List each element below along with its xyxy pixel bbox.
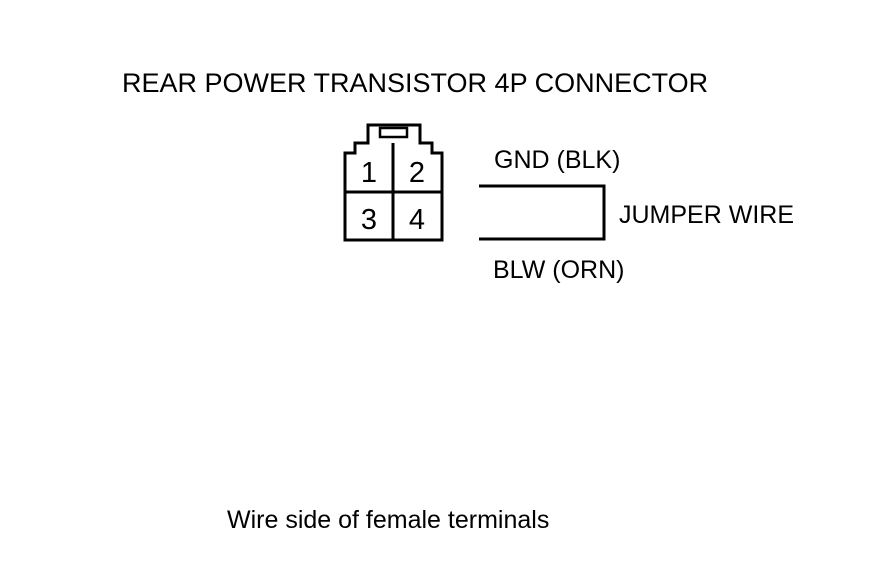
jumper-wire	[479, 184, 606, 241]
connector-lock-tab	[378, 126, 409, 139]
blw-wire-label: BLW (ORN)	[493, 256, 624, 284]
connector-4p	[343, 123, 444, 242]
connector-housing	[343, 123, 444, 242]
jumper-wire-label: JUMPER WIRE	[619, 201, 794, 229]
terminal-3-label: 3	[361, 204, 377, 236]
gnd-wire-label: GND (BLK)	[494, 146, 620, 174]
diagram-caption: Wire side of female terminals	[227, 506, 549, 534]
terminal-1-label: 1	[361, 157, 377, 189]
terminal-4-label: 4	[409, 204, 425, 236]
terminal-2-label: 2	[409, 157, 425, 189]
diagram-title: REAR POWER TRANSISTOR 4P CONNECTOR	[122, 68, 708, 98]
